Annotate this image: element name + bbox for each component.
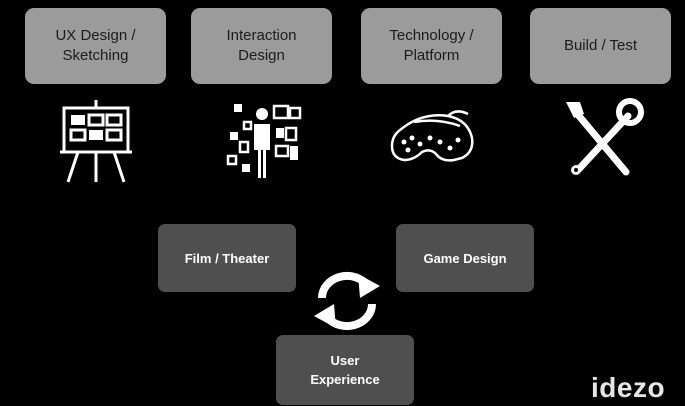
technology-platform-box: Technology / Platform <box>361 8 502 84</box>
easel-icon <box>25 96 166 186</box>
interaction-design-box: Interaction Design <box>191 8 332 84</box>
interaction-person-icon <box>191 96 332 186</box>
cycle-arrows-icon <box>306 268 388 334</box>
technology-platform-label: Technology / Platform <box>389 27 474 64</box>
tools-icon <box>530 96 671 186</box>
build-test-box: Build / Test <box>530 8 671 84</box>
user-experience-label: User Experience <box>310 353 380 387</box>
vr-headset-icon <box>361 96 502 186</box>
film-theater-box: Film / Theater <box>158 224 296 292</box>
idezo-logo: idezo <box>591 372 666 403</box>
interaction-design-label: Interaction Design <box>226 27 297 64</box>
ux-design-sketching-label: UX Design / Sketching <box>55 27 136 64</box>
build-test-label: Build / Test <box>563 37 638 54</box>
user-experience-box: User Experience <box>276 335 414 405</box>
ux-design-sketching-box: UX Design / Sketching <box>25 8 166 84</box>
game-design-box: Game Design <box>396 224 534 292</box>
game-design-label: Game Design <box>423 250 507 266</box>
film-theater-label: Film / Theater <box>184 250 270 266</box>
